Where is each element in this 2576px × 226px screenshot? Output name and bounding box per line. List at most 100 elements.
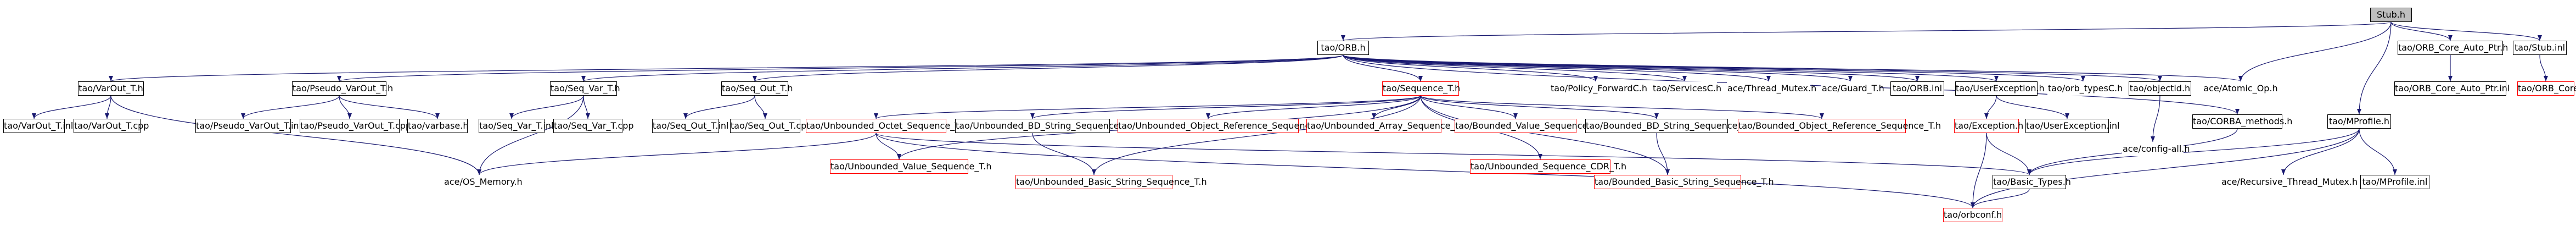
node-unbounded-bd-string-sequence-t-h[interactable]: tao/Unbounded_BD_String_Sequence_T.h — [955, 119, 1136, 133]
node-orbconf-h[interactable]: tao/orbconf.h — [1943, 208, 2002, 222]
edge-orb-h-to-thread-mutex-h — [1343, 54, 1771, 82]
edge-mprofile-h-to-recursive-thread-mutex-h — [2281, 128, 2360, 175]
node-orb-inl[interactable]: tao/ORB.inl — [1890, 81, 1944, 96]
edge-orb-h-to-pseudo-varout-t-h — [337, 54, 1344, 82]
node-stub-h[interactable]: Stub.h — [2370, 8, 2412, 22]
edge-exception-h-to-orbconf-h — [1971, 133, 1987, 208]
node-bounded-basic-string-sequence-t-h[interactable]: tao/Bounded_Basic_String_Sequence_T.h — [1594, 175, 1774, 189]
edge-sequence-t-h-to-unbounded-object-reference-sequence-t-h — [1206, 95, 1421, 119]
edge-varout-t-h-to-varout-t-cpp — [105, 95, 111, 119]
edge-pseudo-varout-t-h-to-pseudo-varout-t-inl — [241, 95, 340, 119]
edge-exception-h-to-basic-types-h — [1986, 133, 2031, 175]
node-config-all-h: ace/config-all.h — [2122, 142, 2190, 156]
node-unbounded-sequence-cdr-t-h[interactable]: tao/Unbounded_Sequence_CDR_T.h — [1470, 159, 1626, 174]
node-mprofile-inl[interactable]: tao/MProfile.inl — [2360, 175, 2429, 189]
node-bounded-object-reference-sequence-t-h[interactable]: tao/Bounded_Object_Reference_Sequence_T.… — [1738, 119, 1941, 133]
edge-sequence-t-h-to-unbounded-octet-sequence-t-h — [874, 95, 1421, 119]
node-unbounded-basic-string-sequence-t-h[interactable]: tao/Unbounded_Basic_String_Sequence_T.h — [1015, 175, 1207, 189]
edge-stub-h-to-stub-i — [2390, 21, 2542, 41]
edge-orb-h-to-varout-t-h — [109, 54, 1344, 82]
edge-basic-types-h-to-orbconf-h — [1971, 189, 2030, 208]
edge-unbounded-octet-sequence-t-h-to-unbounded-value-sequence-t-h — [875, 133, 901, 160]
edge-pseudo-varout-t-h-to-corba-release-h — [339, 95, 440, 119]
edge-sequence-t-h-to-bounded-bd-string-sequence-t-h — [1420, 95, 1659, 119]
node-objectid-h[interactable]: tao/objectid.h — [2129, 81, 2191, 96]
node-varout-t-h[interactable]: tao/VarOut_T.h — [78, 81, 144, 96]
node-orb-h[interactable]: tao/ORB.h — [1317, 41, 1369, 55]
node-bounded-value-sequence-t-h[interactable]: tao/Bounded_Value_Sequence_T.h — [1455, 119, 1604, 133]
edge-stub-h-to-orb-h — [1342, 21, 2392, 41]
edge-unbounded-octet-sequence-t-h-to-os-memory-h — [477, 133, 877, 175]
node-unbounded-octet-sequence-t-h[interactable]: tao/Unbounded_Octet_Sequence_T.h — [806, 119, 967, 133]
node-stub-inl[interactable]: tao/Stub.inl — [2513, 41, 2567, 55]
edge-varout-t-h-to-os-memory-h — [110, 95, 481, 175]
edge-sequence-t-h-to-bounded-object-reference-sequence-t-h — [1420, 95, 1824, 119]
edge-seq-var-t-h-to-seq-var-t-inl — [509, 95, 584, 119]
node-userexception-h[interactable]: tao/UserException.h — [1955, 81, 2045, 96]
node-orb-core-auto-ptr-h[interactable]: tao/ORB_Core_Auto_Ptr.h — [2398, 41, 2508, 55]
node-seq-out-t-inl[interactable]: tao/Seq_Out_T.inl — [652, 119, 728, 133]
edge-seq-var-t-h-to-os-memory-h — [477, 95, 584, 175]
edge-orb-h-to-orb-i — [1343, 54, 1920, 82]
node-corba-methods-h[interactable]: tao/CORBA_methods.h — [2192, 114, 2292, 129]
edge-unbounded-octet-sequence-t-h-to-basic-types-h — [875, 133, 2031, 175]
node-policy-forwardc-h: tao/Policy_ForwardC.h — [1550, 81, 1647, 96]
edge-orb-h-to-userexception-h — [1343, 54, 1999, 82]
edge-orb-h-to-seq-out-t-h — [753, 54, 1344, 82]
node-orb-core-h[interactable]: tao/ORB_Core.h — [2517, 81, 2576, 96]
node-basic-types-h[interactable]: tao/Basic_Types.h — [1993, 175, 2071, 189]
edge-mprofile-h-to-orbconf-h — [1971, 128, 2360, 208]
edge-orb-h-to-atomic-op-h — [1343, 54, 2243, 82]
node-sequence-t-h[interactable]: tao/Sequence_T.h — [1382, 81, 1460, 96]
edge-mprofile-h-to-basic-types-h — [2027, 128, 2360, 175]
edge-orb-h-to-servicesc-h — [1343, 54, 1687, 82]
edge-orb-h-to-guard-t-h — [1343, 54, 1853, 82]
edge-sequence-t-h-to-unbounded-bd-string-sequence-t-h — [1030, 95, 1421, 119]
edge-sequence-t-h-to-bounded-value-sequence-t-h — [1420, 95, 1518, 119]
edge-stub-h-to-mprofile-h — [2357, 21, 2392, 115]
edge-orb-h-to-sequence-t-h — [1343, 54, 1423, 82]
node-os-memory-h: ace/OS_Memory.h — [444, 175, 523, 189]
edge-userexception-h-to-exception-h — [1984, 95, 1997, 119]
node-orb-typesc-h: tao/orb_typesC.h — [2047, 81, 2123, 96]
edge-userexception-h-to-userexception-i — [1996, 95, 2069, 119]
edge-mprofile-h-to-mprofile-i — [2359, 128, 2397, 175]
edge-stub-h-to-atomic-op-h — [2238, 21, 2392, 82]
edge-stub-h-to-orb-core-auto-ptr-h — [2390, 21, 2452, 41]
node-mprofile-h[interactable]: tao/MProfile.h — [2327, 114, 2391, 129]
node-unbounded-object-reference-sequence-t-h[interactable]: tao/Unbounded_Object_Reference_Sequence_… — [1118, 119, 1332, 133]
edge-seq-out-t-h-to-seq-out-t-inl — [683, 95, 755, 119]
node-seq-var-t-cpp[interactable]: tao/Seq_Var_T.cpp — [553, 119, 634, 133]
edge-sequence-t-h-to-bounded-basic-string-sequence-t-h — [1420, 95, 1670, 175]
node-seq-var-t-h[interactable]: tao/Seq_Var_T.h — [550, 81, 620, 96]
node-pseudo-varout-t-h[interactable]: tao/Pseudo_VarOut_T.h — [292, 81, 393, 96]
edge-seq-out-t-h-to-seq-out-t-cpp — [754, 95, 767, 119]
node-thread-mutex-h: ace/Thread_Mutex.h — [1727, 81, 1816, 96]
edge-orb-h-to-policy-forwardc-h — [1343, 54, 1598, 82]
node-seq-var-t-inl[interactable]: tao/Seq_Var_T.inl — [479, 119, 554, 133]
edge-stub-i-to-orb-core-h — [2539, 54, 2548, 82]
edge-varout-t-h-to-varout-t-inl — [32, 95, 111, 119]
node-bounded-bd-string-sequence-t-h[interactable]: tao/Bounded_BD_String_Sequence_T.h — [1585, 119, 1755, 133]
node-unbounded-value-sequence-t-h[interactable]: tao/Unbounded_Value_Sequence_T.h — [830, 159, 991, 174]
node-orb-core-auto-ptr-inl[interactable]: tao/ORB_Core_Auto_Ptr.inl — [2394, 81, 2510, 96]
node-varout-t-inl[interactable]: tao/VarOut_T.inl — [3, 119, 73, 133]
node-pseudo-varout-t-cpp[interactable]: tao/Pseudo_VarOut_T.cpp — [300, 119, 411, 133]
edge-orb-h-to-seq-var-t-h — [581, 54, 1344, 82]
node-exception-h[interactable]: tao/Exception.h — [1954, 119, 2023, 133]
edge-unbounded-octet-sequence-t-h-to-orbconf-h — [875, 133, 1975, 208]
node-pseudo-varout-t-inl[interactable]: tao/Pseudo_VarOut_T.inl — [195, 119, 301, 133]
node-guard-t-h: ace/Guard_T.h — [1821, 81, 1884, 96]
node-seq-out-t-h[interactable]: tao/Seq_Out_T.h — [721, 81, 793, 96]
node-userexception-inl[interactable]: tao/UserException.inl — [2025, 119, 2120, 133]
edge-unbounded-bd-string-sequence-t-h-to-unbounded-basic-string-sequence-t-h — [1032, 133, 1096, 175]
node-unbounded-array-sequence-t-h[interactable]: tao/Unbounded_Array_Sequence_T.h — [1306, 119, 1468, 133]
node-varout-t-cpp[interactable]: tao/VarOut_T.cpp — [74, 119, 149, 133]
node-seq-out-t-cpp[interactable]: tao/Seq_Out_T.cpp — [730, 119, 812, 133]
edge-pseudo-varout-t-h-to-pseudo-varout-t-cpp — [339, 95, 352, 119]
node-servicesc-h: tao/ServicesC.h — [1652, 81, 1721, 96]
edge-bounded-bd-string-sequence-t-h-to-bounded-basic-string-sequence-t-h — [1656, 133, 1670, 175]
node-varbase-h[interactable]: tao/varbase.h — [407, 119, 468, 133]
node-atomic-op-h: ace/Atomic_Op.h — [2202, 81, 2279, 96]
